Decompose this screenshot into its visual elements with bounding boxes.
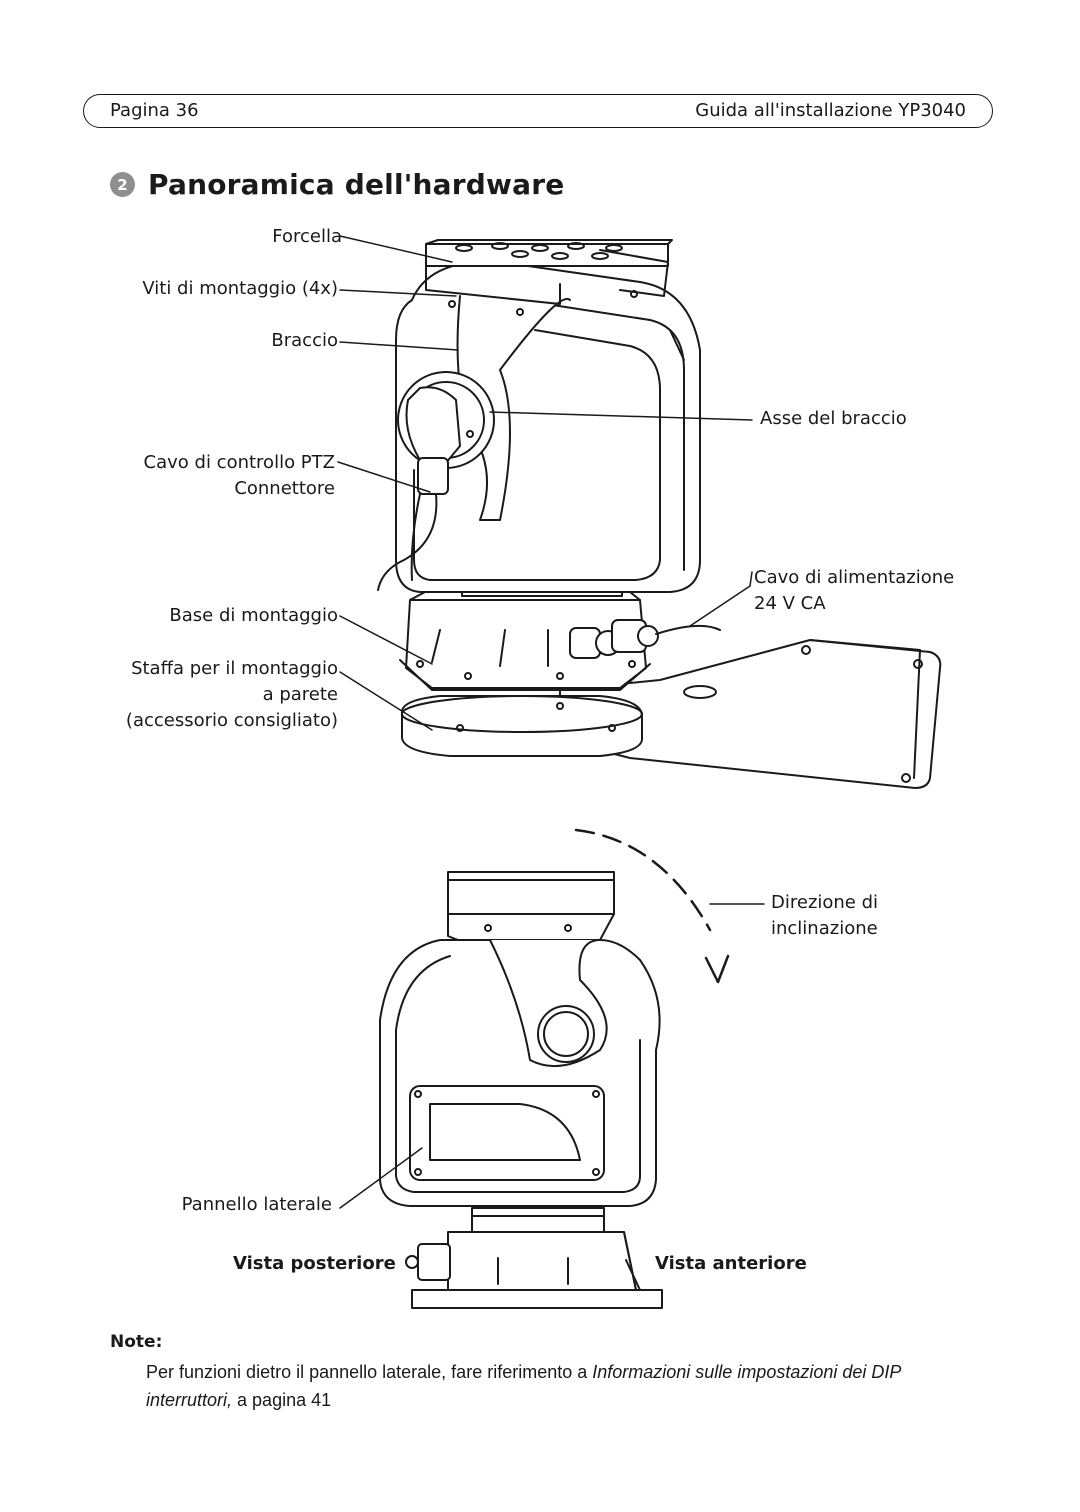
label-cavo-alimentazione: Cavo di alimentazione [754,567,955,588]
page-header: Pagina 36 Guida all'installazione YP3040 [83,94,993,128]
note-text: Per funzioni dietro il pannello laterale… [146,1358,956,1414]
camera-body-drawing [377,260,701,593]
label-direzione: Direzione di [771,892,879,913]
note-text-after: a pagina 41 [232,1390,332,1410]
label-alimentazione-voltage: 24 V CA [754,593,826,614]
label-viti: Viti di montaggio (4x) [142,278,338,299]
mounting-base-drawing [399,577,721,691]
label-staffa-2: a parete [262,684,338,705]
guide-title: Guida all'installazione YP3040 [695,100,966,121]
wall-bracket-drawing [401,639,942,789]
label-cavo-ptz: Cavo di controllo PTZ [143,452,335,473]
label-pannello: Pannello laterale [181,1194,332,1215]
step-number-badge: 2 [110,172,135,197]
label-vista-anteriore: Vista anteriore [655,1253,807,1274]
note-text-before: Per funzioni dietro il pannello laterale… [146,1362,593,1382]
bottom-leader-lines [339,1147,423,1209]
label-connettore: Connettore [234,478,335,499]
tilt-direction-arrow [574,828,712,932]
section-heading: 2 Panoramica dell'hardware [110,168,564,201]
label-direzione-2: inclinazione [771,918,878,939]
yoke-drawing [425,239,673,308]
label-forcella: Forcella [272,226,342,247]
label-vista-posteriore: Vista posteriore [233,1253,396,1274]
rear-view-drawing [379,871,663,1309]
note-heading: Note: [110,1332,163,1352]
label-staffa: Staffa per il montaggio [131,658,338,679]
page-number: Pagina 36 [110,100,199,121]
page-title: Panoramica dell'hardware [148,168,565,201]
label-braccio: Braccio [271,330,338,351]
label-asse: Asse del braccio [760,408,907,429]
note-reference: Informazioni sulle impostazioni dei DIP … [146,1362,901,1410]
label-staffa-3: (accessorio consigliato) [125,710,338,731]
top-leader-lines [337,235,753,731]
label-base: Base di montaggio [169,605,338,626]
